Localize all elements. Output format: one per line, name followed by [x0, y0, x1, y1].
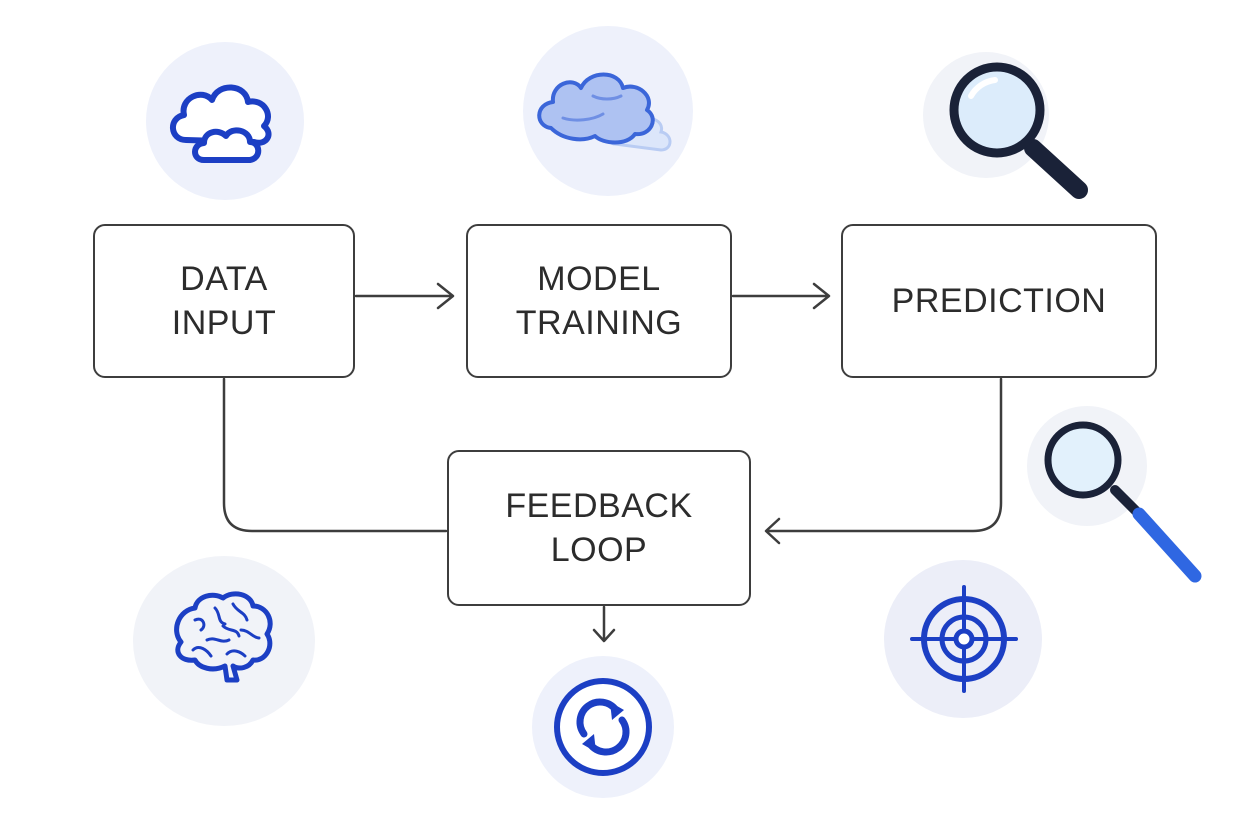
connector-data-input-to-feedback-loop	[222, 377, 448, 533]
node-model-training-label: MODEL TRAINING	[515, 259, 683, 342]
node-data-input: DATA INPUT	[93, 224, 355, 378]
target-icon	[884, 560, 1042, 718]
arrow-data-input-to-model-training	[354, 282, 455, 310]
node-model-training: MODEL TRAINING	[466, 224, 732, 378]
node-feedback-loop-label: FEEDBACK LOOP	[505, 486, 693, 569]
node-feedback-loop: FEEDBACK LOOP	[447, 450, 751, 606]
magnifying-glass-icon	[1027, 406, 1202, 583]
brain-icon	[133, 556, 315, 726]
node-prediction-label: PREDICTION	[891, 281, 1107, 320]
arrow-feedback-loop-down	[592, 605, 616, 643]
cloud-icon	[523, 26, 693, 196]
magnifying-glass-icon	[923, 52, 1088, 199]
refresh-icon	[532, 656, 674, 798]
arrow-model-training-to-prediction	[731, 282, 831, 310]
arrow-prediction-to-feedback-loop	[764, 377, 1003, 545]
node-prediction: PREDICTION	[841, 224, 1157, 378]
node-data-input-label: DATA INPUT	[171, 259, 277, 342]
cloud-icon	[146, 42, 304, 200]
